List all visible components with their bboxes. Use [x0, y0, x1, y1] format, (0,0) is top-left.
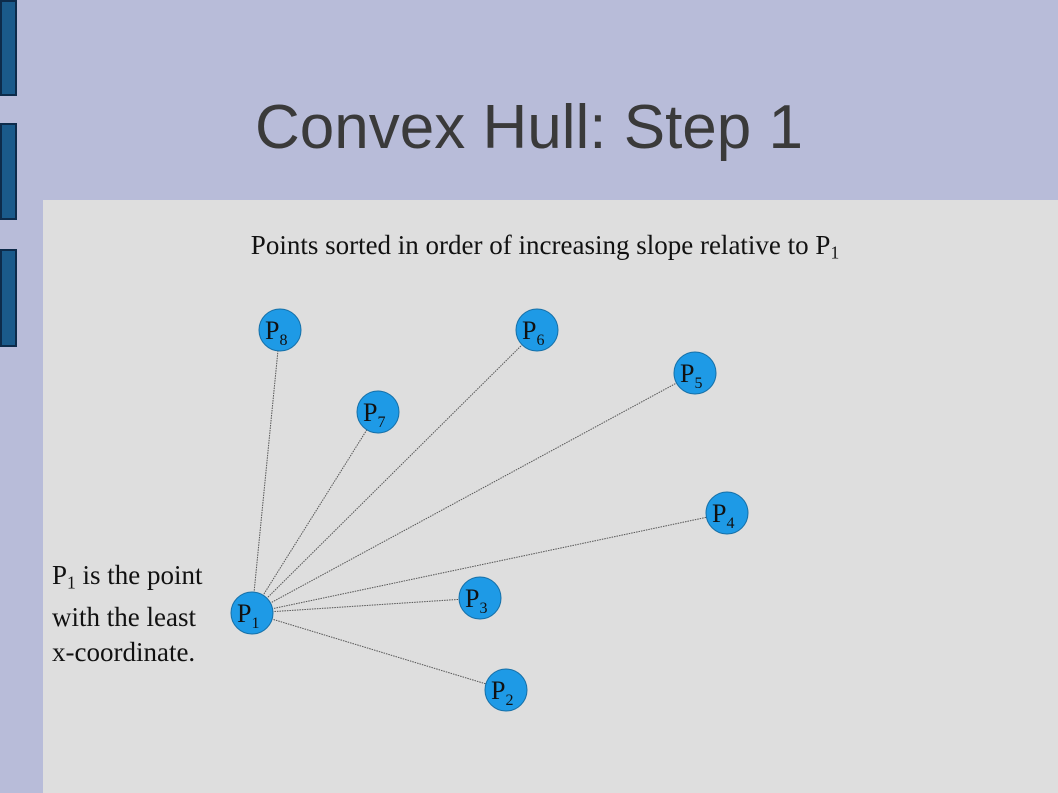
node-circle	[258, 308, 302, 352]
note-text: is the point with the least x-coordinate…	[52, 560, 203, 668]
node-label: P3	[465, 584, 487, 617]
node-circle	[230, 591, 274, 635]
node-p2: P2	[484, 668, 528, 712]
node-circle	[458, 576, 502, 620]
content-area	[43, 200, 1058, 793]
edge-p1-p2	[251, 612, 507, 691]
edge-p1-p8	[251, 329, 281, 614]
left-decor-bars	[0, 0, 22, 360]
edge-p1-p5	[251, 372, 696, 614]
node-circle	[673, 351, 717, 395]
decor-bar	[0, 123, 17, 220]
decor-bar	[0, 249, 17, 347]
node-p4: P4	[705, 491, 749, 535]
node-circle	[515, 308, 559, 352]
node-label: P5	[680, 359, 702, 392]
subtitle-text: Points sorted in order of increasing slo…	[250, 230, 831, 260]
edge-p1-p4	[251, 512, 728, 614]
node-circle	[705, 491, 749, 535]
node-p7: P7	[356, 390, 400, 434]
node-label: P6	[522, 316, 544, 349]
edge-p1-p7	[251, 411, 379, 614]
edge-p1-p6	[251, 329, 538, 614]
edge-p1-p3	[251, 597, 481, 614]
decor-bar	[0, 0, 17, 96]
node-label: P8	[265, 316, 287, 349]
note-prefix: P	[52, 560, 68, 590]
node-circle	[356, 390, 400, 434]
node-label: P4	[712, 499, 734, 532]
origin-note: P1 is the point with the least x-coordin…	[52, 558, 222, 670]
slide-title: Convex Hull: Step 1	[255, 93, 803, 162]
node-label: P2	[491, 676, 513, 709]
node-p6: P6	[515, 308, 559, 352]
node-label: P7	[363, 398, 385, 431]
node-p8: P8	[258, 308, 302, 352]
node-label: P1	[237, 599, 259, 632]
subtitle-subscript: 1	[830, 242, 840, 263]
node-p1: P1	[230, 591, 274, 635]
note-subscript: 1	[67, 572, 76, 593]
node-circle	[484, 668, 528, 712]
node-p3: P3	[458, 576, 502, 620]
slide-subtitle: Points sorted in order of increasing slo…	[0, 230, 1058, 263]
edges	[251, 329, 728, 691]
node-p5: P5	[673, 351, 717, 395]
